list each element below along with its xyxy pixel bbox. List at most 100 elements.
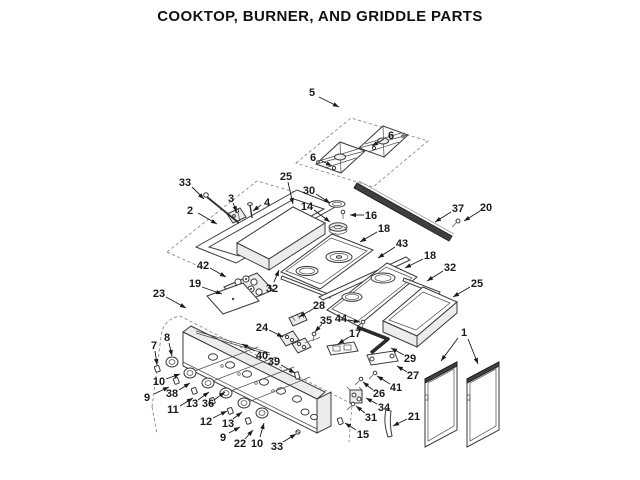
callout-26: 26 xyxy=(362,381,385,400)
side-panel-right xyxy=(466,361,500,448)
panel-end-cap xyxy=(316,391,332,434)
svg-text:22: 22 xyxy=(234,438,246,450)
clip-15 xyxy=(336,417,344,426)
svg-text:19: 19 xyxy=(189,278,201,290)
svg-text:17: 17 xyxy=(349,328,361,340)
burner-grate-assembly xyxy=(315,125,409,174)
callout-37: 37 xyxy=(434,203,464,223)
knob-bezels xyxy=(165,356,269,419)
grate-left xyxy=(315,141,366,174)
burner-screw xyxy=(340,209,346,219)
rear-trim-strip xyxy=(353,180,455,242)
bezel xyxy=(237,397,251,409)
dashed-outlines xyxy=(151,117,429,443)
callout-44: 44 xyxy=(335,313,361,325)
callout-20: 20 xyxy=(463,202,492,222)
svg-text:2: 2 xyxy=(187,205,193,217)
burner-head xyxy=(328,222,348,235)
svg-text:35: 35 xyxy=(320,315,332,327)
callout-23: 23 xyxy=(153,288,187,309)
callout-17: 17 xyxy=(337,328,361,345)
svg-text:6: 6 xyxy=(310,152,316,164)
callout-16: 16 xyxy=(350,210,377,222)
svg-text:5: 5 xyxy=(309,87,315,99)
trim-strip-left-32 xyxy=(280,275,332,299)
svg-text:44: 44 xyxy=(335,313,348,325)
callout-43: 43 xyxy=(377,238,408,259)
svg-text:9: 9 xyxy=(144,392,150,404)
callout-25: 25 xyxy=(280,171,294,205)
svg-text:14: 14 xyxy=(301,201,314,213)
svg-text:24: 24 xyxy=(256,322,269,334)
callout-24: 24 xyxy=(256,322,284,338)
screw-26 xyxy=(354,376,364,386)
svg-text:13: 13 xyxy=(186,398,198,410)
callout-11: 11 xyxy=(167,397,194,416)
callout-4: 4 xyxy=(252,197,271,212)
svg-text:18: 18 xyxy=(424,250,436,262)
callout-27: 27 xyxy=(396,365,419,382)
callout-38: 38 xyxy=(166,382,191,400)
svg-text:18: 18 xyxy=(378,223,390,235)
side-panel-left xyxy=(424,361,458,448)
svg-text:3: 3 xyxy=(228,193,234,205)
surface-burner-stack xyxy=(328,200,348,250)
grate-foot xyxy=(371,145,377,151)
callout-32: 32 xyxy=(426,262,456,282)
clip-39 xyxy=(294,371,301,380)
burner-cap xyxy=(328,200,346,208)
svg-text:30: 30 xyxy=(303,185,315,197)
panel-screw-33 xyxy=(295,429,301,435)
valve-shaft-40 xyxy=(195,330,271,354)
svg-text:9: 9 xyxy=(220,432,226,444)
frame-dashed-outline xyxy=(166,180,303,266)
svg-text:32: 32 xyxy=(266,283,278,295)
callout-33: 33 xyxy=(179,177,205,200)
svg-text:21: 21 xyxy=(408,411,420,423)
screw-41 xyxy=(368,370,378,380)
callout-21: 21 xyxy=(392,411,420,427)
callout-39: 39 xyxy=(268,356,296,374)
callout-14: 14 xyxy=(301,201,331,223)
callout-42: 42 xyxy=(197,260,227,278)
svg-text:41: 41 xyxy=(390,382,402,394)
svg-text:31: 31 xyxy=(365,412,377,424)
callout-35: 35 xyxy=(314,315,332,333)
screw-31 xyxy=(346,401,356,411)
callout-40: 40 xyxy=(241,343,268,362)
callout-22: 22 xyxy=(234,429,254,450)
tube-33 xyxy=(203,192,240,224)
svg-text:28: 28 xyxy=(313,300,325,312)
callout-10: 10 xyxy=(251,422,265,450)
callout-10: 10 xyxy=(153,373,181,388)
svg-text:26: 26 xyxy=(373,388,385,400)
svg-text:12: 12 xyxy=(200,416,212,428)
svg-text:42: 42 xyxy=(197,260,209,272)
mounting-bracket-21 xyxy=(384,409,393,438)
wire-harness-29 xyxy=(356,325,390,355)
grate-dashed-outline xyxy=(295,117,429,188)
callout-19: 19 xyxy=(189,278,223,295)
svg-text:7: 7 xyxy=(151,340,157,352)
svg-text:37: 37 xyxy=(452,203,464,215)
callout-12: 12 xyxy=(200,410,228,428)
svg-text:39: 39 xyxy=(268,356,280,368)
svg-text:10: 10 xyxy=(153,376,165,388)
svg-text:38: 38 xyxy=(166,388,178,400)
bezel xyxy=(183,367,197,379)
svg-text:33: 33 xyxy=(271,441,283,453)
screw-35 xyxy=(311,331,317,342)
svg-text:23: 23 xyxy=(153,288,165,300)
screw-4 xyxy=(247,202,253,219)
svg-text:15: 15 xyxy=(357,429,369,441)
callout-1: 1 xyxy=(440,327,479,365)
svg-text:32: 32 xyxy=(444,262,456,274)
valve-stems xyxy=(191,330,311,404)
gasket-plate xyxy=(206,282,260,315)
control-panel-dashed-outline xyxy=(151,315,353,443)
callout-13: 13 xyxy=(186,391,210,410)
svg-text:20: 20 xyxy=(480,202,492,214)
grate-right xyxy=(358,125,409,158)
svg-text:13: 13 xyxy=(222,418,234,430)
svg-text:33: 33 xyxy=(179,177,191,189)
